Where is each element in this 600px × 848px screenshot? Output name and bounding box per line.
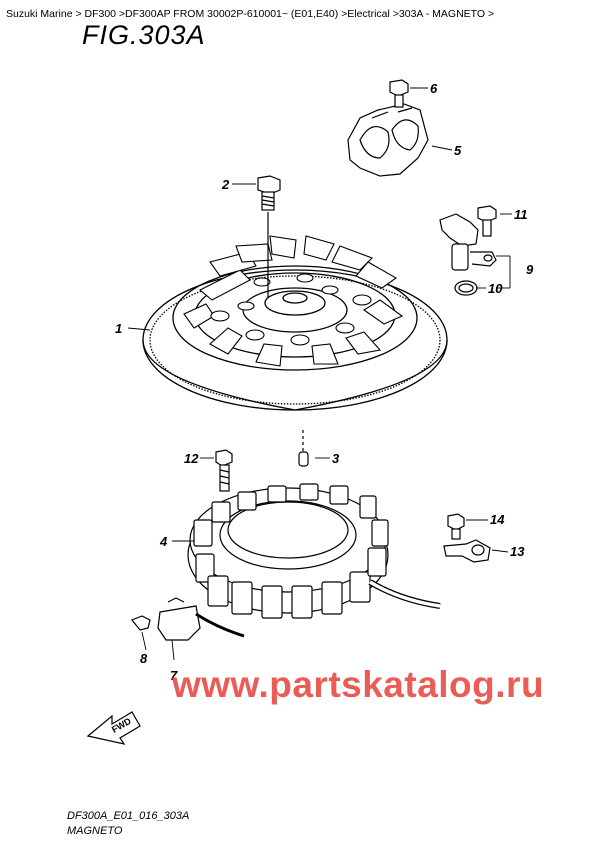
callout-6: 6	[430, 81, 438, 96]
stator-coil	[187, 483, 441, 619]
flywheel-bolt	[257, 175, 281, 298]
callout-5: 5	[454, 143, 462, 158]
callout-2: 2	[221, 177, 230, 192]
callout-4: 4	[159, 534, 168, 549]
flywheel-fins	[183, 235, 404, 367]
fwd-arrow-icon: FWD	[86, 711, 141, 745]
callout-11: 11	[514, 207, 528, 222]
pulser-coil	[131, 597, 245, 641]
crank-position-sensor	[439, 205, 497, 296]
callout-10: 10	[488, 281, 503, 296]
figure-title: FIG.303A	[82, 20, 206, 50]
stator-bolt	[215, 449, 233, 492]
leader-lines	[127, 87, 512, 661]
dowel-pin	[298, 430, 309, 467]
wire-clamp	[443, 513, 491, 563]
callout-3: 3	[332, 451, 340, 466]
watermark: www.partskatalog.ru	[172, 664, 545, 705]
callout-12: 12	[184, 451, 199, 466]
footer-code: DF300A_E01_016_303A	[67, 810, 190, 822]
callouts: 1 2 3 4 5 6 7 8 9 10 11 12 13 14	[115, 81, 534, 683]
sensor-bracket	[347, 79, 429, 177]
callout-1: 1	[115, 321, 122, 336]
footer-name: MAGNETO	[67, 825, 123, 837]
callout-13: 13	[510, 544, 525, 559]
callout-7: 7	[170, 668, 178, 683]
callout-14: 14	[490, 512, 505, 527]
callout-9: 9	[526, 262, 534, 277]
breadcrumb: Suzuki Marine > DF300 >DF300AP FROM 3000…	[6, 8, 495, 20]
callout-8: 8	[140, 651, 148, 666]
